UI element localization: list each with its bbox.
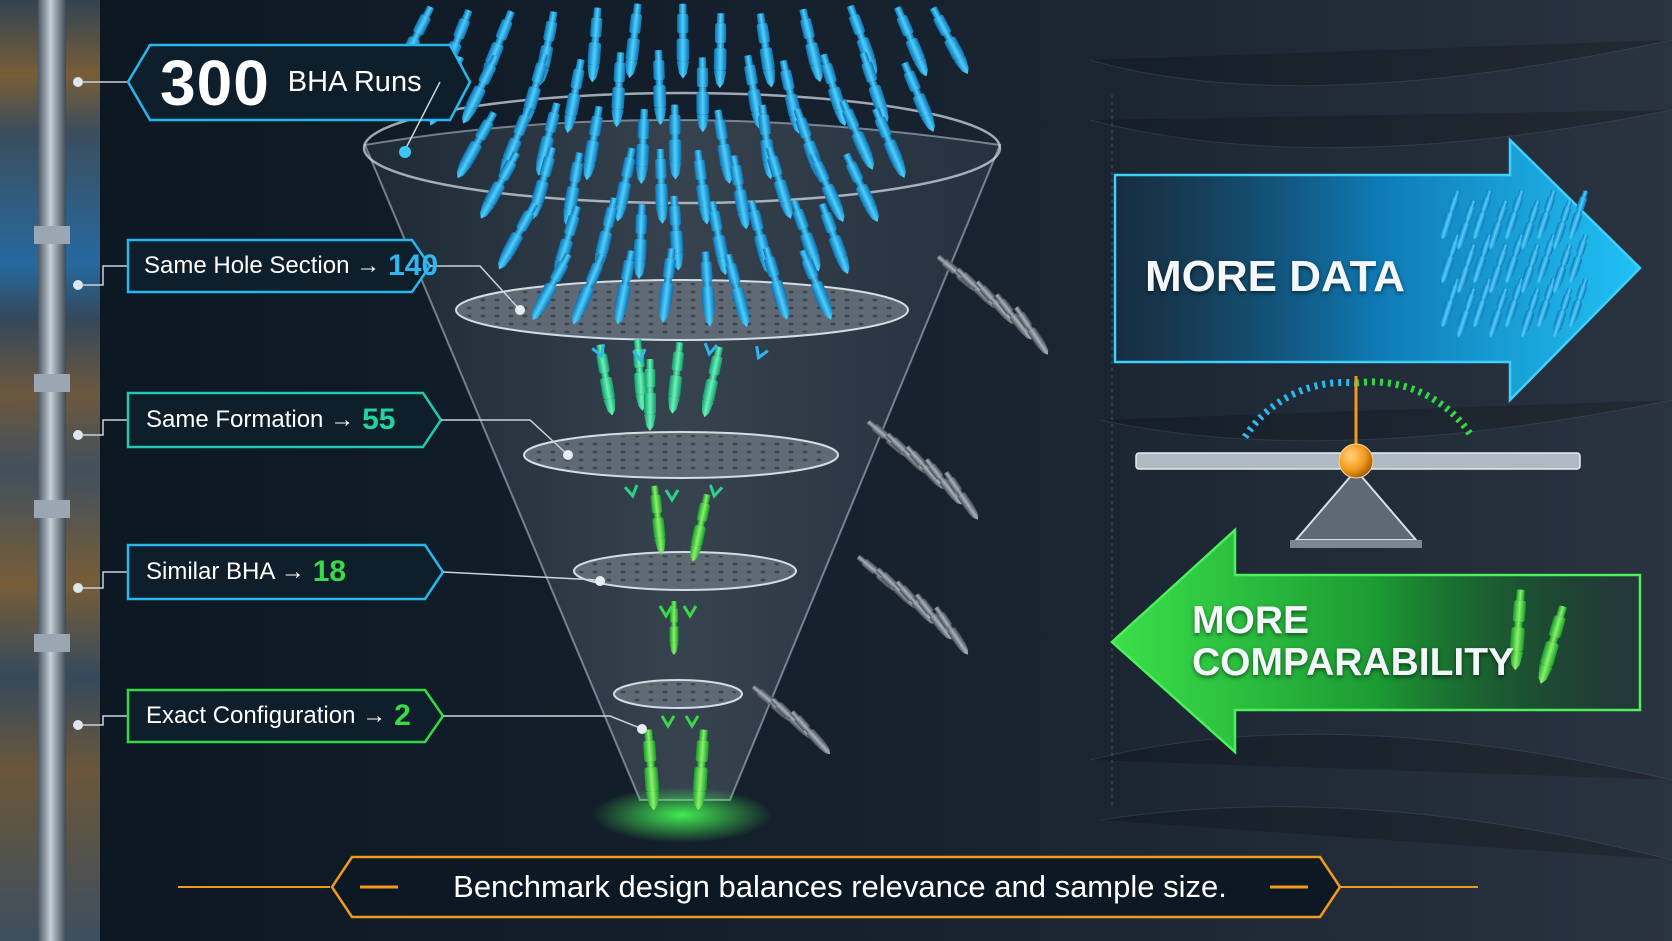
bha-tool-icon [668, 104, 682, 180]
balance-scale-icon [1135, 376, 1581, 548]
stage-label-similar-bha: Similar BHA → 18 [146, 545, 346, 599]
stage-label-exact-configuration: Exact Configuration → 2 [146, 690, 411, 742]
bha-tool-icon [696, 57, 710, 133]
flow-arrow-icon [703, 342, 719, 357]
caption-bar [178, 855, 1478, 919]
flow-arrow-icon [660, 715, 676, 729]
more-comparability-line1: MORE [1192, 599, 1309, 642]
label-similar-bha [126, 543, 605, 601]
more-comparability-arrow [1110, 527, 1642, 755]
more-data-arrow [1113, 137, 1642, 404]
label-300-bha-runs [126, 43, 472, 158]
label-same-hole-section [126, 238, 525, 315]
top-count-caption: BHA Runs [287, 66, 422, 98]
more-data-text: MORE DATA [1145, 252, 1405, 301]
flow-arrows [591, 342, 769, 729]
stage-count: 18 [312, 555, 347, 588]
stage-count: 2 [394, 699, 411, 732]
more-comparability-line2: COMPARABILITY [1192, 641, 1515, 684]
stage-label-same-hole-section: Same Hole Section → 140 [144, 240, 438, 292]
stage-text: Exact Configuration → [146, 702, 387, 729]
flow-arrow-icon [708, 484, 724, 499]
label-exact-configuration [126, 688, 647, 744]
flow-arrow-icon [664, 489, 680, 503]
sieve-plate-3 [573, 551, 797, 591]
sieve-plate-4 [613, 679, 743, 709]
top-count: 300 [160, 46, 270, 119]
flow-arrow-icon [682, 605, 698, 619]
flow-arrow-icon [684, 715, 700, 729]
flow-arrow-icon [632, 348, 647, 363]
stage-text: Similar BHA → [146, 558, 305, 585]
stage-count: 55 [362, 403, 396, 436]
top-count-label: 300 BHA Runs [160, 45, 422, 120]
caption-text: Benchmark design balances relevance and … [453, 869, 1227, 904]
stage-label-same-formation: Same Formation → 55 [146, 393, 395, 447]
flow-arrow-icon [623, 484, 639, 499]
flow-arrow-icon [755, 345, 769, 361]
label-same-formation [126, 391, 573, 460]
stage-text: Same Formation → [146, 406, 355, 433]
stage-count: 140 [388, 249, 439, 282]
bha-tool-icon [644, 359, 656, 431]
sieve-plate-2 [523, 431, 839, 479]
sieve-plate-1 [455, 279, 909, 341]
more-comparability-text: MORE COMPARABILITY [1192, 600, 1514, 684]
bha-tool-icon [676, 3, 690, 79]
stage-text: Same Hole Section → [144, 252, 381, 279]
flow-arrow-icon [658, 605, 674, 619]
flow-arrow-icon [591, 344, 606, 359]
